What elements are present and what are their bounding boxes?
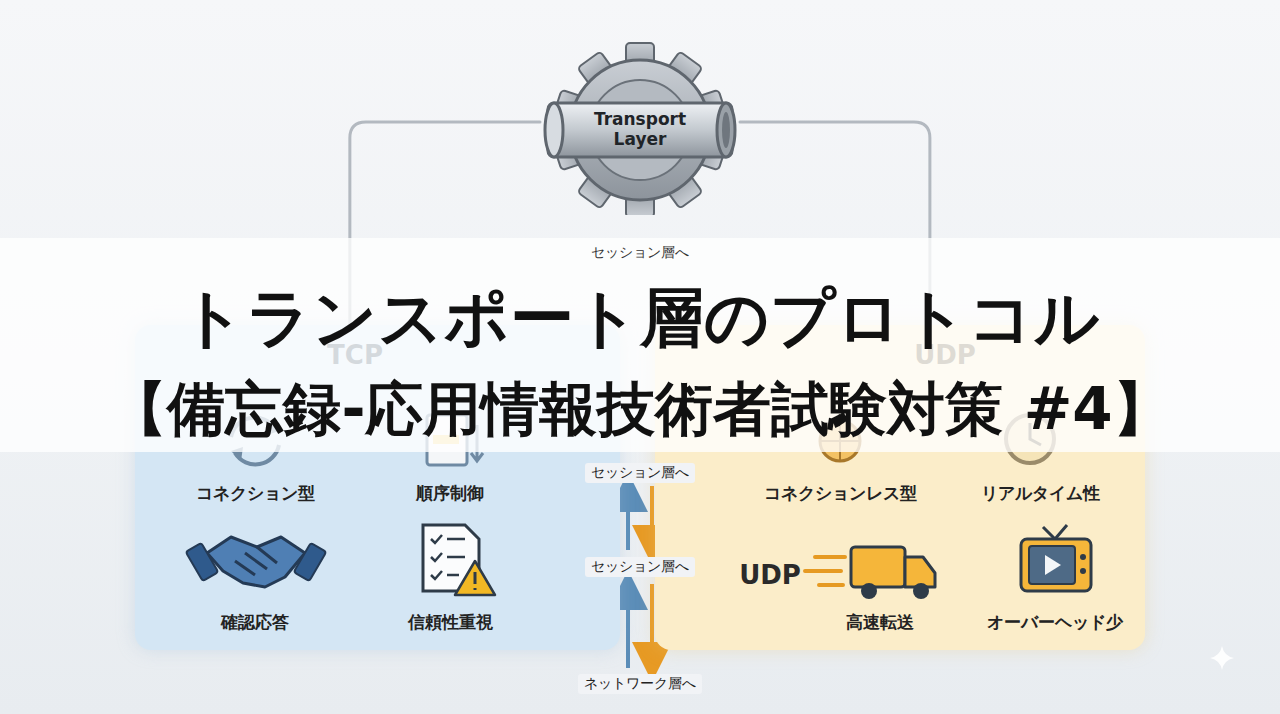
node-heading: Transport Layer bbox=[580, 110, 700, 149]
checklist-icon bbox=[423, 525, 495, 595]
truck-icon bbox=[805, 547, 935, 599]
handshake-icon bbox=[186, 537, 327, 587]
up-arrow bbox=[626, 492, 630, 668]
layer-label: セッション層へ bbox=[591, 244, 689, 262]
gear-node: Transport Layer bbox=[540, 35, 740, 215]
layer-label: ネットワーク層へ bbox=[578, 674, 702, 694]
node-item: コネクションレス型 bbox=[764, 482, 917, 505]
node-item: 順序制御 bbox=[416, 482, 484, 505]
tv-icon bbox=[1021, 525, 1091, 591]
node-item: コネクション型 bbox=[196, 482, 315, 505]
layer-label: セッション層へ bbox=[585, 463, 695, 483]
subtitle: 【備忘録-応用情報技術者試験対策 #4】 bbox=[109, 371, 1170, 449]
sparkle bbox=[1210, 646, 1234, 670]
node-item: 信頼性重視 bbox=[408, 611, 493, 634]
protocol-label: UDP bbox=[739, 560, 801, 590]
node-item: 高速転送 bbox=[846, 611, 914, 634]
layer-label: セッション層へ bbox=[585, 557, 695, 577]
title: トランスポート層のプロトコル bbox=[180, 275, 1100, 362]
node-item: リアルタイム性 bbox=[981, 482, 1100, 505]
node-item: オーバーヘッド少 bbox=[987, 611, 1123, 634]
node-item: 確認応答 bbox=[221, 611, 289, 634]
